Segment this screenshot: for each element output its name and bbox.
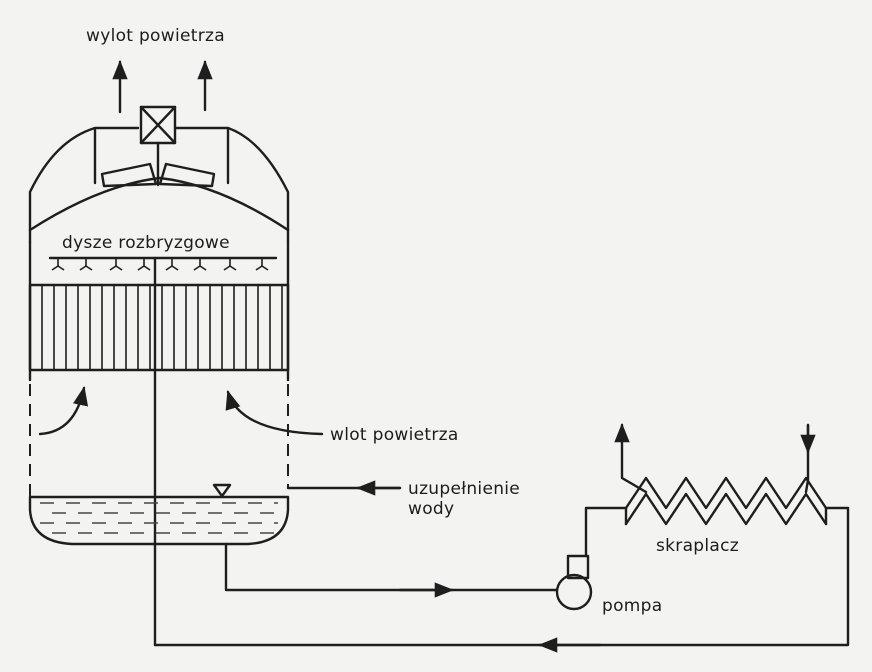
tower-top-hood (28, 126, 290, 244)
air-outlet-arrows (112, 60, 213, 114)
nozzle (109, 258, 123, 271)
air-inlet-label: wlot powietrza (330, 425, 459, 445)
nozzle (165, 258, 179, 271)
makeup-water-label-line2: wody (408, 499, 455, 519)
fill-pack-slats (41, 285, 283, 370)
fan-blades (100, 162, 216, 188)
inlet-arrow-left (38, 386, 89, 436)
basin-outline (28, 495, 290, 546)
fill-pack-outline (28, 283, 290, 372)
water-basin (28, 483, 290, 546)
pump-suction-pipe (224, 542, 558, 598)
pump-casing (555, 573, 593, 611)
inlet-arrow-right (225, 390, 324, 436)
coil-lower (624, 492, 828, 526)
hood-left-edge (28, 126, 140, 244)
hood-right-edge (174, 126, 290, 244)
spray-nozzles-label: dysze rozbryzgowe (62, 233, 230, 253)
spray-nozzles (51, 258, 269, 271)
suction-pipe (224, 542, 558, 592)
fill-pack (28, 283, 290, 372)
pump-outlet-nozzle (566, 554, 590, 580)
coil-upper (624, 476, 828, 510)
nozzle (223, 258, 237, 271)
condenser-label: skraplacz (656, 536, 740, 556)
nozzle (79, 258, 93, 271)
discharge-pipe (584, 506, 628, 558)
nozzle (193, 258, 207, 271)
fan-motor-box (139, 105, 177, 187)
pump-label: pompa (602, 596, 663, 616)
nozzle (255, 258, 269, 271)
basin-water (40, 502, 278, 534)
condenser-return-pipe (153, 506, 850, 653)
nozzle (51, 258, 65, 271)
refrigerant-outlet (614, 423, 648, 494)
water-level-marker (212, 483, 232, 498)
nozzle (137, 258, 151, 271)
makeup-water-label-line1: uzupełnienie (408, 479, 521, 499)
return-pipe (153, 506, 850, 647)
air-outlet-label: wylot powietrza (86, 26, 225, 46)
hood-cone (28, 176, 290, 232)
refrigerant-lines (614, 423, 816, 494)
pump (555, 554, 593, 611)
air-inlet-arrows (38, 386, 324, 436)
condenser-coil (624, 476, 828, 526)
condenser-inlet-pipe (584, 506, 628, 558)
